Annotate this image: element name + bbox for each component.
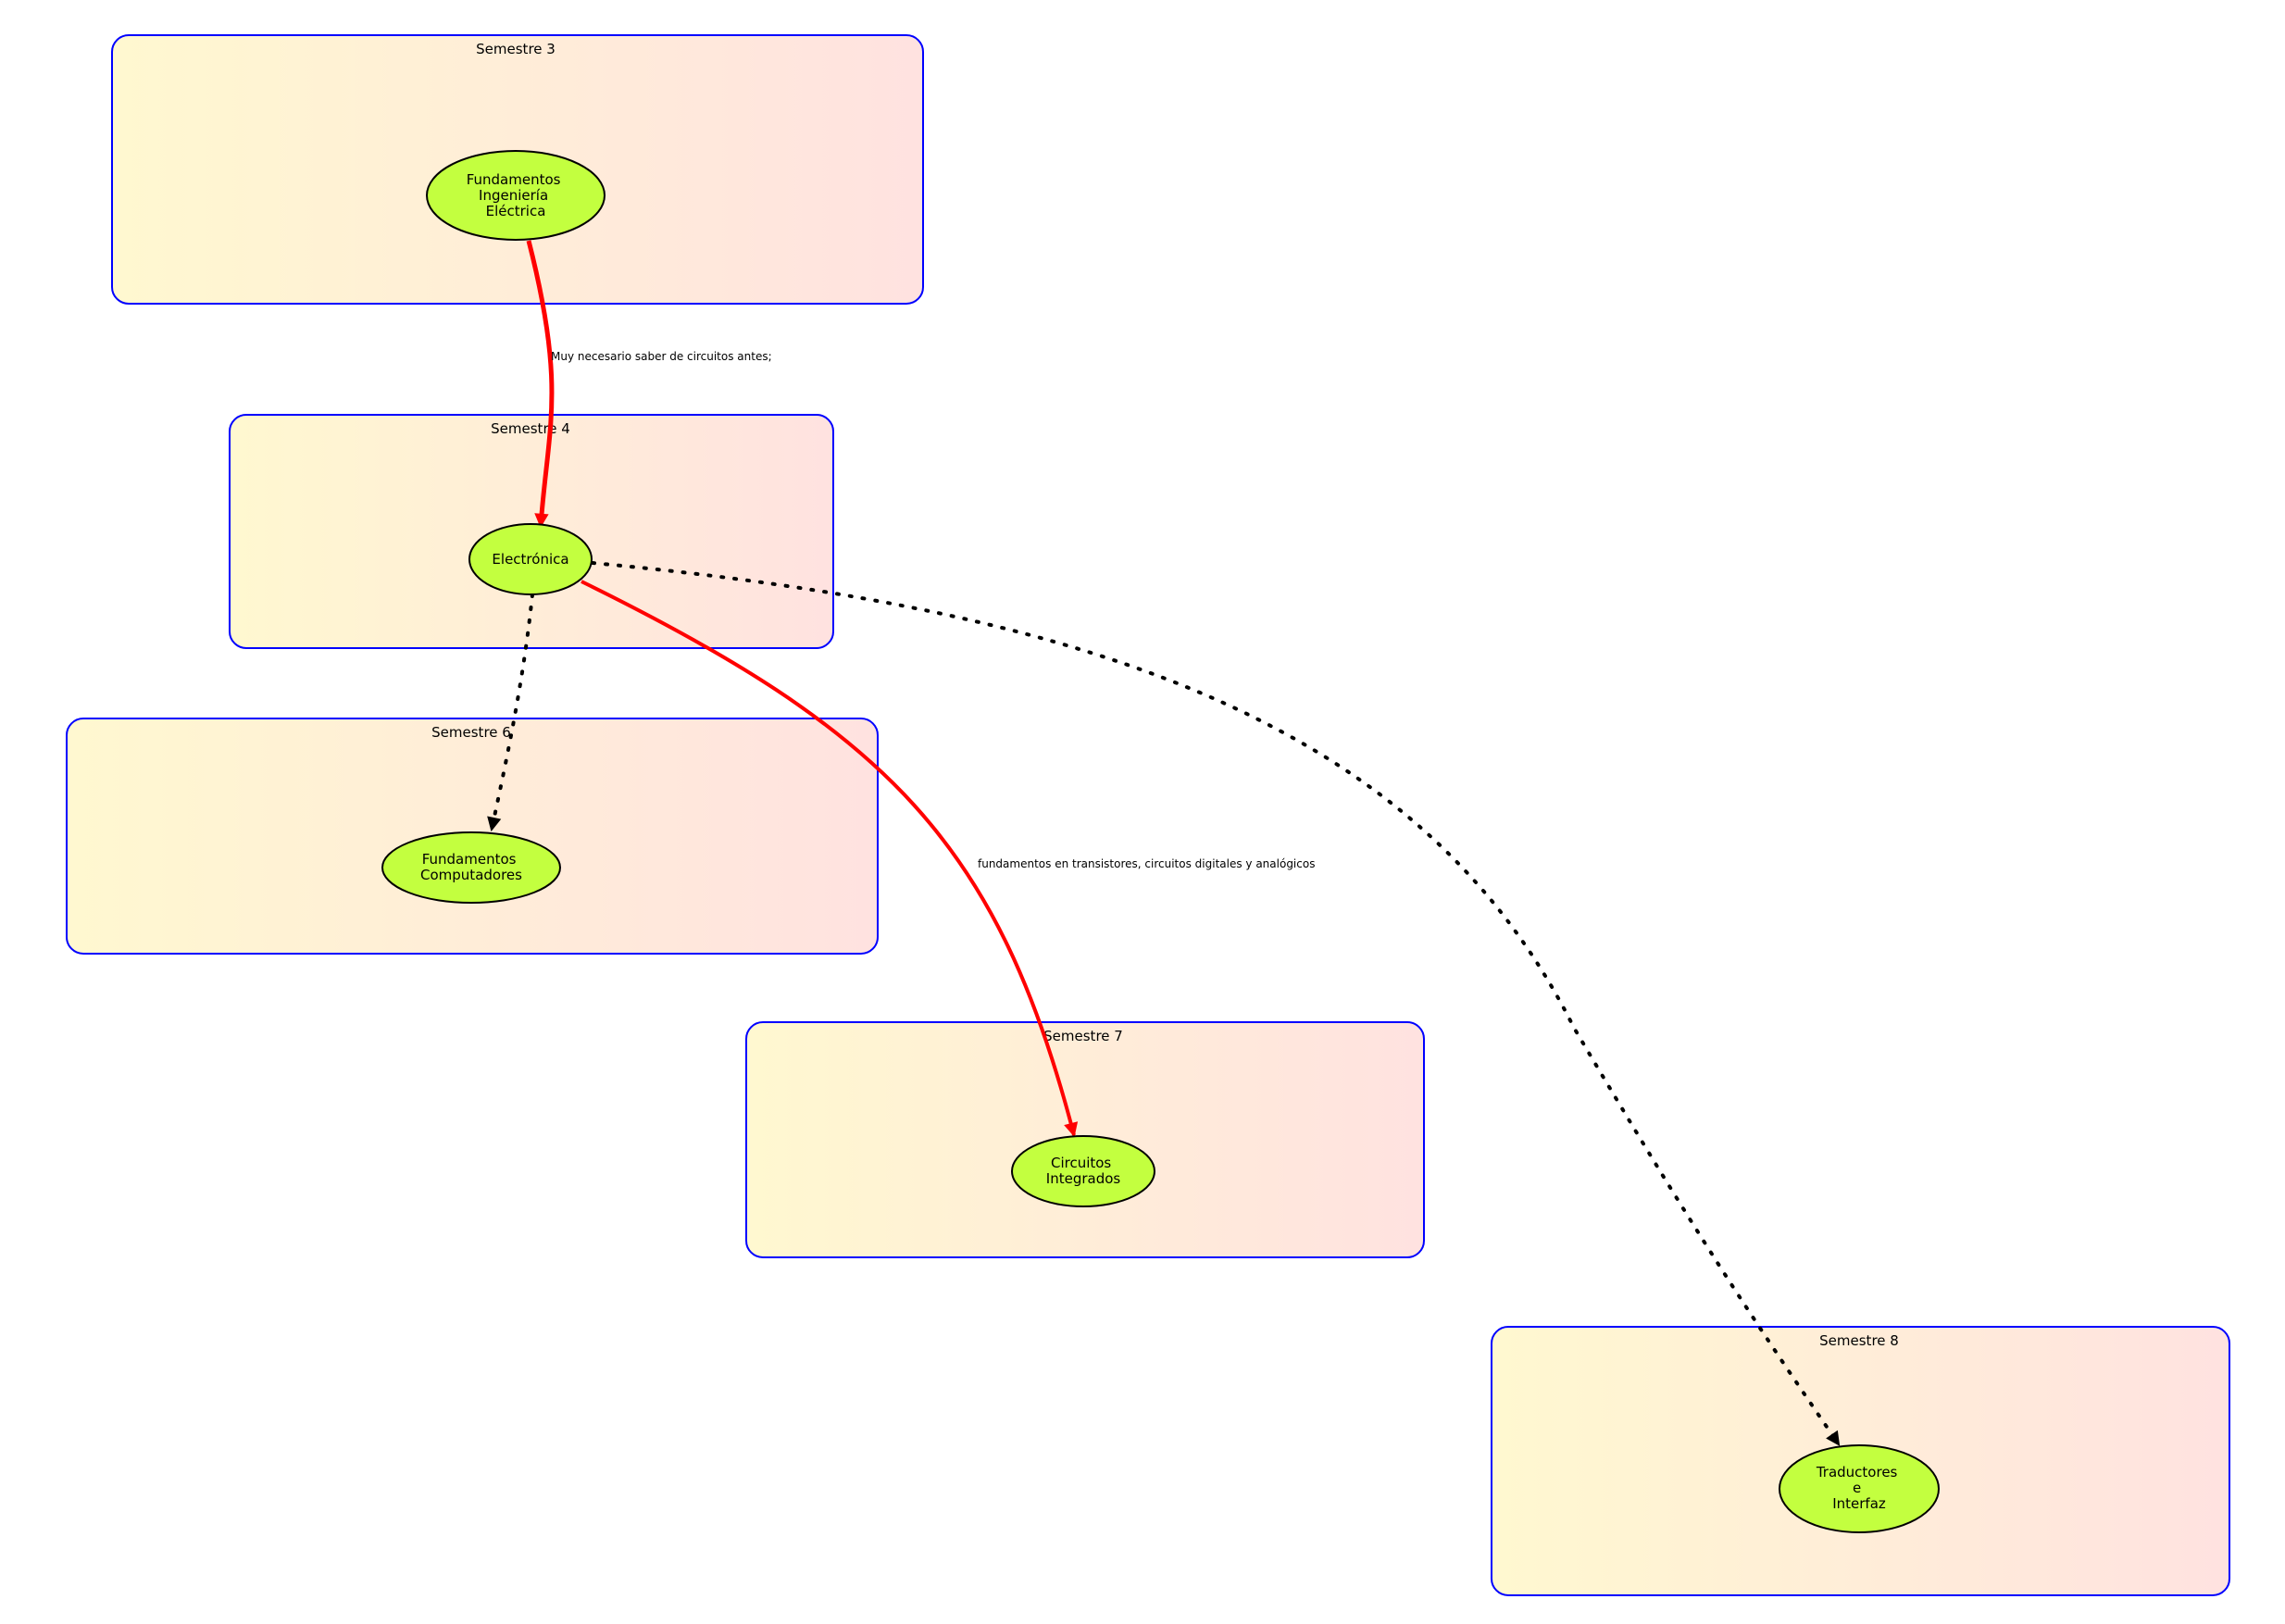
node-label: Electrónica [492, 551, 568, 568]
node-label: Fundamentos Computadores [420, 851, 522, 883]
edge-electronica-to-circuitos-integrados: fundamentos en transistores, circuitos d… [581, 580, 1315, 1138]
cluster-title: Semestre 3 [476, 41, 556, 57]
node-label-line: Interfaz [1832, 1495, 1886, 1512]
node-circuitos-integrados[interactable]: Circuitos Integrados [1011, 1135, 1155, 1207]
node-label-line: Computadores [420, 867, 522, 883]
node-label-line: Fundamentos [467, 171, 561, 188]
cluster-title: Semestre 8 [1819, 1332, 1899, 1349]
node-label-line: Circuitos [1051, 1155, 1111, 1171]
cluster-title: Semestre 6 [431, 724, 511, 741]
node-fundamentos-computadores[interactable]: Fundamentos Computadores [381, 831, 561, 904]
edge-electronica-to-traductores-e-interfaz [591, 561, 1841, 1446]
optional-edge-line [487, 593, 534, 832]
node-label: Circuitos Integrados [1046, 1155, 1121, 1187]
node-shape [426, 150, 606, 241]
node-label-line: Integrados [1046, 1170, 1121, 1187]
edge-label: fundamentos en transistores, circuitos d… [978, 857, 1315, 870]
node-electronica[interactable]: Electrónica [468, 523, 593, 595]
node-label-line: Eléctrica [486, 203, 546, 219]
node-label-line: Ingeniería [479, 187, 548, 204]
node-shape [1779, 1444, 1940, 1533]
edge-label: Muy necesario saber de circuitos antes; [551, 350, 772, 363]
required-edge-line [581, 580, 1079, 1138]
edge-electronica-to-fundamentos-computadores [487, 593, 534, 832]
node-label-line: Fundamentos [422, 851, 517, 868]
optional-edge-line [591, 561, 1841, 1446]
node-shape [468, 523, 593, 595]
node-label: Fundamentos Ingeniería Eléctrica [467, 171, 566, 219]
node-label-line: Electrónica [492, 551, 568, 568]
cluster-title: Semestre 7 [1043, 1028, 1123, 1044]
node-fundamentos-ingenieria-electrica[interactable]: Fundamentos Ingeniería Eléctrica [426, 150, 606, 241]
node-label: Traductores e Interfaz [1816, 1464, 1902, 1512]
required-edge-line [526, 240, 555, 529]
node-shape [1011, 1135, 1155, 1207]
node-label-line: e [1853, 1480, 1861, 1496]
cluster-title: Semestre 4 [491, 420, 570, 437]
node-label-line: Traductores [1816, 1464, 1898, 1480]
node-shape [381, 831, 561, 904]
node-traductores-e-interfaz[interactable]: Traductores e Interfaz [1779, 1444, 1940, 1533]
edge-fundamentos-ingenieria-electrica-to-electronica: Muy necesario saber de circuitos antes; [526, 240, 772, 529]
